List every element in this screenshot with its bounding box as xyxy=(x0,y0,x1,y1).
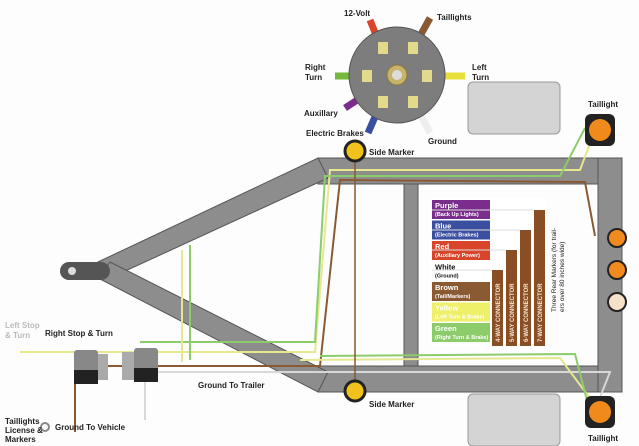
pin-label-ground: Ground xyxy=(428,137,457,146)
legend-color-desc: (Auxiliary Power) xyxy=(435,253,480,259)
connector-bar-2: 5-WAY CONNECTOR xyxy=(432,249,517,346)
connector-label: 6-WAY CONNECTOR xyxy=(524,283,530,342)
taillights-label-3: Markers xyxy=(5,435,36,444)
fender-top xyxy=(467,81,561,135)
legend-swatch xyxy=(432,302,490,322)
taillights-label-1: Taillights xyxy=(5,417,40,426)
ground-to-trailer-label: Ground To Trailer xyxy=(198,381,265,390)
legend-color-desc: (Left Turn & Brake) xyxy=(435,315,485,321)
rear-markers-label-1: Three Rear Markers (for trail- xyxy=(551,228,558,312)
legend-color-desc: (Ground) xyxy=(435,274,459,280)
legend-color-name: Red xyxy=(435,242,450,251)
side-marker-bottom-label: Side Marker xyxy=(369,400,414,409)
taillight-bottom-label: Taillight xyxy=(588,434,618,443)
pin-label-taillights: Taillights xyxy=(437,13,472,22)
vehicle-plug xyxy=(74,350,108,384)
legend-color-desc: (Right Turn & Brake) xyxy=(435,335,489,341)
side-marker-top xyxy=(343,139,367,163)
legend-color-desc: (Tail/Markers) xyxy=(435,294,471,300)
legend-swatch xyxy=(432,282,490,301)
coupler xyxy=(60,262,110,280)
legend-swatch xyxy=(432,323,490,342)
left-stop-label-1: Left Stop xyxy=(5,321,40,330)
taillight-bottom xyxy=(585,396,615,428)
connector-bars: 4-WAY CONNECTOR 5-WAY CONNECTOR 6-WAY CONN… xyxy=(432,209,545,346)
side-marker-bottom xyxy=(343,379,367,403)
legend-color-name: Blue xyxy=(435,222,451,231)
legend-color-name: Brown xyxy=(435,283,459,292)
legend-row-yellow: Yellow (Left Turn & Brake) xyxy=(432,302,490,322)
legend-color-name: Green xyxy=(435,324,457,333)
legend-row-brown: Brown (Tail/Markers) xyxy=(432,282,490,301)
taillight-top-label: Taillight xyxy=(588,100,618,109)
legend-color-desc: (Back Up Lights) xyxy=(435,212,479,218)
pin-label-left-1: Left xyxy=(472,63,487,72)
rear-marker-3 xyxy=(607,292,627,312)
pin-label-aux: Auxillary xyxy=(304,109,338,118)
connector-bar-3: 6-WAY CONNECTOR xyxy=(432,229,531,346)
side-marker-top-label: Side Marker xyxy=(369,148,414,157)
connector-label: 7-WAY CONNECTOR xyxy=(538,283,544,342)
left-stop-label-2: & Turn xyxy=(5,331,30,340)
fender-bottom xyxy=(467,393,561,446)
legend-swatch xyxy=(432,261,490,281)
legend-color-name: Yellow xyxy=(435,304,459,313)
rear-markers-label-2: ers over 80 inches wide) xyxy=(559,242,566,312)
legend-row-white: White (Ground) xyxy=(432,261,490,281)
pin-label-12v: 12-Volt xyxy=(344,9,370,18)
legend-color-desc: (Electric Brakes) xyxy=(435,233,479,239)
right-stop-label: Right Stop & Turn xyxy=(45,329,113,338)
rear-marker-1 xyxy=(607,228,627,248)
legend-color-name: White xyxy=(435,263,455,272)
legend-row-green: Green (Right Turn & Brake) xyxy=(432,323,490,342)
ground-ring-icon xyxy=(40,422,50,432)
connector-label: 4-WAY CONNECTOR xyxy=(496,283,502,342)
legend-color-name: Purple xyxy=(435,201,458,210)
trailer-plug xyxy=(122,348,158,382)
connector-bar-4: 7-WAY CONNECTOR xyxy=(432,209,545,346)
taillight-top xyxy=(585,114,615,146)
pin-label-right-2: Turn xyxy=(305,73,322,82)
wiring-harness xyxy=(20,127,612,432)
ground-to-vehicle-label: Ground To Vehicle xyxy=(55,423,126,432)
pin-label-brakes: Electric Brakes xyxy=(306,129,364,138)
rear-marker-2 xyxy=(607,260,627,280)
connector-bar-1: 4-WAY CONNECTOR xyxy=(432,269,503,346)
seven-way-connector xyxy=(335,16,465,135)
pin-label-left-2: Turn xyxy=(472,73,489,82)
taillights-label-2: License & xyxy=(5,426,43,435)
pin-label-right-1: Right xyxy=(305,63,326,72)
connector-label: 5-WAY CONNECTOR xyxy=(510,283,516,342)
